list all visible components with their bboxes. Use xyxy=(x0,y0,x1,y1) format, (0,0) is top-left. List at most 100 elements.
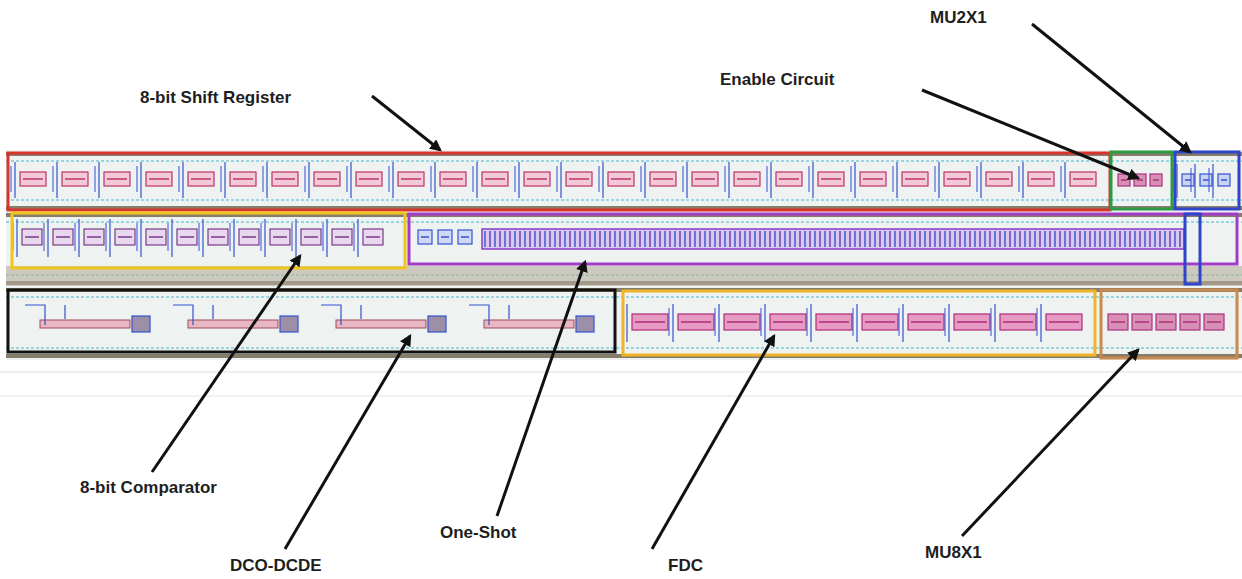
block-label: DCO-DCDE xyxy=(230,556,322,576)
cell xyxy=(62,172,88,186)
via-line xyxy=(1191,168,1192,192)
via-line xyxy=(263,166,264,192)
cell-line xyxy=(635,321,665,323)
cell-line xyxy=(1153,179,1159,181)
cell-line xyxy=(1049,321,1079,323)
via-line xyxy=(47,219,48,257)
delay-stripe xyxy=(819,231,820,247)
delay-stripe xyxy=(1019,231,1020,247)
via-line xyxy=(938,162,939,198)
cell-group xyxy=(418,230,472,244)
cell-line xyxy=(779,178,799,180)
via-line xyxy=(644,162,645,198)
cell xyxy=(524,172,550,186)
delay-stripe xyxy=(534,231,535,247)
cell xyxy=(22,229,42,245)
delay-stripe xyxy=(569,231,570,247)
via-line xyxy=(221,166,222,192)
cell-line xyxy=(317,178,337,180)
delay-stripe xyxy=(1099,231,1100,247)
cell-line xyxy=(335,236,349,238)
cell xyxy=(1218,174,1230,186)
via-line xyxy=(1209,168,1210,192)
delay-stripe xyxy=(614,231,615,247)
cap-cell xyxy=(428,316,446,332)
delay-stripe xyxy=(804,231,805,247)
via-line xyxy=(764,304,765,342)
block-outline xyxy=(1185,214,1200,284)
via-line xyxy=(137,223,138,251)
delay-stripe xyxy=(1119,231,1120,247)
cell-line xyxy=(957,321,987,323)
via-line xyxy=(78,219,79,257)
delay-stripe xyxy=(924,231,925,247)
cell xyxy=(53,229,73,245)
cell xyxy=(146,172,172,186)
via-line xyxy=(168,223,169,251)
via-line xyxy=(1064,162,1065,198)
via-line xyxy=(179,166,180,192)
cell xyxy=(440,172,466,186)
delay-stripe xyxy=(1179,231,1180,247)
delay-stripe xyxy=(489,231,490,247)
poly-strip xyxy=(40,320,130,328)
cell xyxy=(692,172,718,186)
cell-line xyxy=(1135,321,1149,323)
via-line xyxy=(98,162,99,198)
cell-line xyxy=(441,236,449,238)
delay-stripe xyxy=(639,231,640,247)
cell-line xyxy=(56,236,70,238)
cell-line xyxy=(611,178,631,180)
leader-arrow xyxy=(652,336,774,549)
via-line xyxy=(853,308,854,336)
delay-stripe xyxy=(1049,231,1050,247)
delay-stripe xyxy=(769,231,770,247)
delay-stripe xyxy=(759,231,760,247)
cell-group xyxy=(13,219,383,257)
delay-stripe xyxy=(589,231,590,247)
delay-stripe xyxy=(744,231,745,247)
via-line xyxy=(56,162,57,198)
leader-arrow xyxy=(922,90,1138,178)
wire xyxy=(173,305,213,325)
block-label: MU8X1 xyxy=(925,543,982,563)
delay-stripe xyxy=(504,231,505,247)
delay-stripe xyxy=(929,231,930,247)
delay-stripe xyxy=(519,231,520,247)
delay-stripe xyxy=(1079,231,1080,247)
via-line xyxy=(725,166,726,192)
delay-stripe xyxy=(809,231,810,247)
cell-line xyxy=(911,321,941,323)
via-line xyxy=(1212,164,1213,198)
cell xyxy=(862,314,898,330)
frame-line xyxy=(0,396,1242,397)
block-label: 8-bit Shift Register xyxy=(140,88,291,108)
cell xyxy=(1156,314,1176,330)
delay-stripe xyxy=(1114,231,1115,247)
metal-track xyxy=(6,161,1242,162)
delay-stripe xyxy=(984,231,985,247)
block-label: FDC xyxy=(668,556,703,576)
delay-stripe xyxy=(884,231,885,247)
via-line xyxy=(810,304,811,342)
via-line xyxy=(626,304,627,342)
via-line xyxy=(95,166,96,192)
cell-line xyxy=(443,178,463,180)
cell-line xyxy=(989,178,1009,180)
via-line xyxy=(305,166,306,192)
delay-stripe xyxy=(1089,231,1090,247)
cell xyxy=(908,314,944,330)
delay-stripe xyxy=(654,231,655,247)
cap-cell xyxy=(576,316,594,332)
delay-stripe xyxy=(669,231,670,247)
delay-stripe xyxy=(1164,231,1165,247)
leader-arrow xyxy=(152,256,300,472)
delay-chain-box xyxy=(482,229,1184,249)
via-line xyxy=(1022,162,1023,198)
via-line xyxy=(807,308,808,336)
via-line xyxy=(935,166,936,192)
delay-stripe xyxy=(554,231,555,247)
delay-stripe xyxy=(644,231,645,247)
cell-group xyxy=(623,304,1082,342)
cell xyxy=(1070,172,1096,186)
